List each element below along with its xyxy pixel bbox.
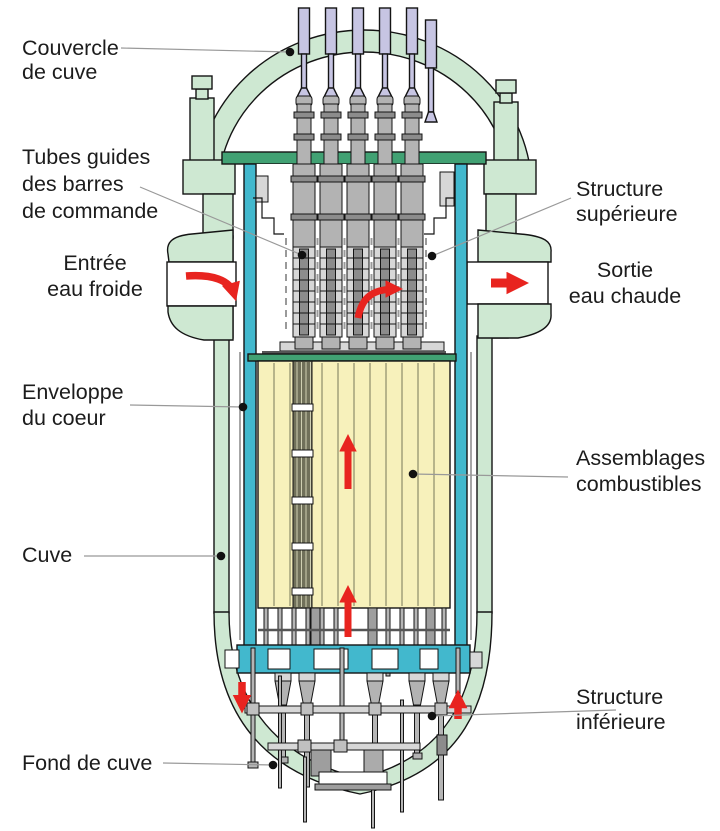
leader-structure-superieure bbox=[427, 197, 572, 261]
leader-tubes-guides bbox=[139, 186, 307, 260]
label-enveloppe-du-coeur: Enveloppe du coeur bbox=[22, 380, 124, 430]
label-couvercle-de-cuve: Couvercle de cuve bbox=[22, 36, 119, 84]
crdm-rod bbox=[350, 7, 366, 98]
control-rod-guide-column bbox=[371, 95, 399, 350]
label-line: supérieure bbox=[576, 202, 678, 226]
label-line: Cuve bbox=[22, 543, 72, 567]
vessel-flange-right bbox=[483, 159, 537, 195]
head-stud-left bbox=[189, 75, 215, 163]
leader-structure-inferieure bbox=[427, 709, 617, 721]
upper-internals-step-left bbox=[253, 175, 284, 235]
label-line: des barres bbox=[22, 172, 124, 196]
control-rod-cluster-column bbox=[291, 360, 314, 609]
control-rod-guide-column bbox=[398, 95, 426, 350]
outlet-nozzle bbox=[466, 229, 552, 339]
fuel-assembly-dividers bbox=[273, 363, 435, 606]
label-line: Assemblages bbox=[576, 446, 705, 470]
label-tubes-guides: Tubes guides des barres de commande bbox=[22, 145, 158, 223]
crdm-rod bbox=[323, 7, 339, 98]
label-line: inférieure bbox=[576, 710, 666, 734]
label-fond-de-cuve: Fond de cuve bbox=[22, 751, 152, 775]
label-structure-superieure: Structure supérieure bbox=[576, 177, 678, 226]
outlet-nozzle-top bbox=[477, 229, 552, 263]
label-line: Fond de cuve bbox=[22, 751, 152, 775]
label-line: Structure bbox=[576, 685, 663, 709]
bottom-instrumentation bbox=[310, 749, 392, 791]
label-cuve: Cuve bbox=[22, 543, 72, 567]
crdm-rod bbox=[377, 7, 393, 98]
leader-enveloppe bbox=[129, 402, 248, 412]
cold-water-inlet-curved-arrow bbox=[185, 271, 240, 302]
head-stud-right bbox=[493, 79, 519, 163]
crdm-rod-withdrawn bbox=[424, 19, 438, 123]
crdm-rod bbox=[404, 7, 420, 98]
inlet-nozzle-bottom bbox=[167, 305, 234, 341]
outlet-nozzle-bottom bbox=[477, 303, 552, 339]
reactor-core bbox=[257, 360, 451, 609]
coolant-flow-arrows bbox=[185, 271, 529, 719]
vessel-flange-left bbox=[182, 159, 236, 195]
label-assemblages-combustibles: Assemblages combustibles bbox=[576, 446, 705, 496]
leader-cuve bbox=[84, 551, 226, 561]
upper-internals-step-right bbox=[424, 171, 455, 235]
label-line: Sortie bbox=[597, 258, 653, 282]
inlet-nozzle-top bbox=[166, 229, 234, 263]
label-structure-inferieure: Structure inférieure bbox=[576, 685, 666, 734]
label-line: eau chaude bbox=[569, 284, 681, 308]
leader-assemblages bbox=[408, 469, 569, 479]
label-line: Couvercle bbox=[22, 36, 119, 60]
vessel-wall-left bbox=[213, 335, 230, 614]
control-rod-drive-mechanisms bbox=[290, 7, 438, 350]
label-line: du coeur bbox=[22, 406, 106, 430]
lower-core-support bbox=[224, 644, 483, 674]
control-rod-guide-column bbox=[290, 95, 318, 350]
control-rod-guide-column bbox=[317, 95, 345, 350]
leader-lines bbox=[84, 47, 617, 770]
label-line: de cuve bbox=[22, 60, 97, 84]
leader-fond bbox=[162, 760, 278, 770]
lower-internals bbox=[224, 607, 483, 829]
upper-internals-curved-arrow bbox=[354, 280, 403, 319]
label-line: Structure bbox=[576, 177, 663, 201]
label-line: Tubes guides bbox=[22, 145, 150, 169]
upper-core-plate bbox=[247, 353, 457, 362]
label-entree-eau-froide: Entrée eau froide bbox=[47, 251, 143, 301]
crdm-rod bbox=[296, 7, 312, 98]
label-line: eau froide bbox=[47, 277, 143, 301]
label-line: combustibles bbox=[576, 472, 701, 496]
upper-core-plate-rail bbox=[262, 351, 446, 354]
core-barrel-right bbox=[454, 163, 468, 649]
label-sortie-eau-chaude: Sortie eau chaude bbox=[569, 258, 681, 308]
label-line: de commande bbox=[22, 199, 158, 223]
vessel-wall-right bbox=[476, 335, 493, 614]
label-line: Entrée bbox=[63, 251, 126, 275]
label-line: Enveloppe bbox=[22, 380, 124, 404]
leader-couvercle bbox=[120, 47, 295, 57]
labels: Couvercle de cuve Tubes guides des barre… bbox=[22, 36, 705, 775]
